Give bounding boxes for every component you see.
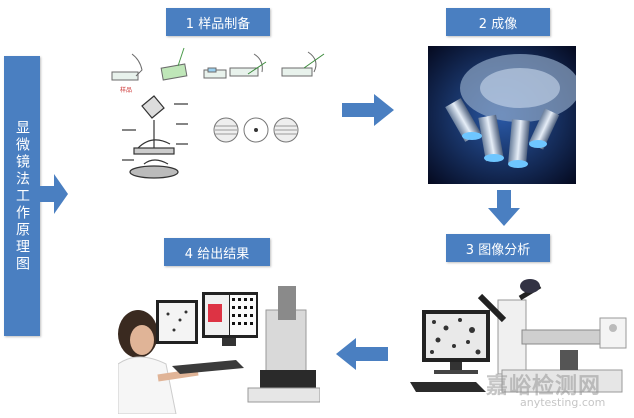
arrow-1-to-2 [342, 94, 394, 126]
step3-label: 3 图像分析 [446, 234, 550, 262]
side-title-box: 显微镜法工作原理图 [4, 56, 40, 336]
watermark-sub: anytesting.com [520, 396, 606, 409]
watermark-main: 嘉峪检测网 [486, 374, 602, 399]
step4-label: 4 给出结果 [164, 238, 270, 266]
step2-label: 2 成像 [446, 8, 550, 36]
side-arrow [40, 174, 68, 214]
svg-text:样品: 样品 [120, 86, 132, 94]
step1-label: 1 样品制备 [166, 8, 270, 36]
objective-lens-photo [428, 46, 576, 184]
arrow-3-to-4 [336, 338, 388, 370]
microscope-workstation-photo [410, 279, 627, 393]
sample-prep-illustration: 样品 [111, 47, 325, 179]
results-workstation-photo [118, 286, 320, 414]
side-title-text: 显微镜法工作原理图 [14, 119, 30, 273]
arrow-2-to-3 [488, 190, 520, 226]
